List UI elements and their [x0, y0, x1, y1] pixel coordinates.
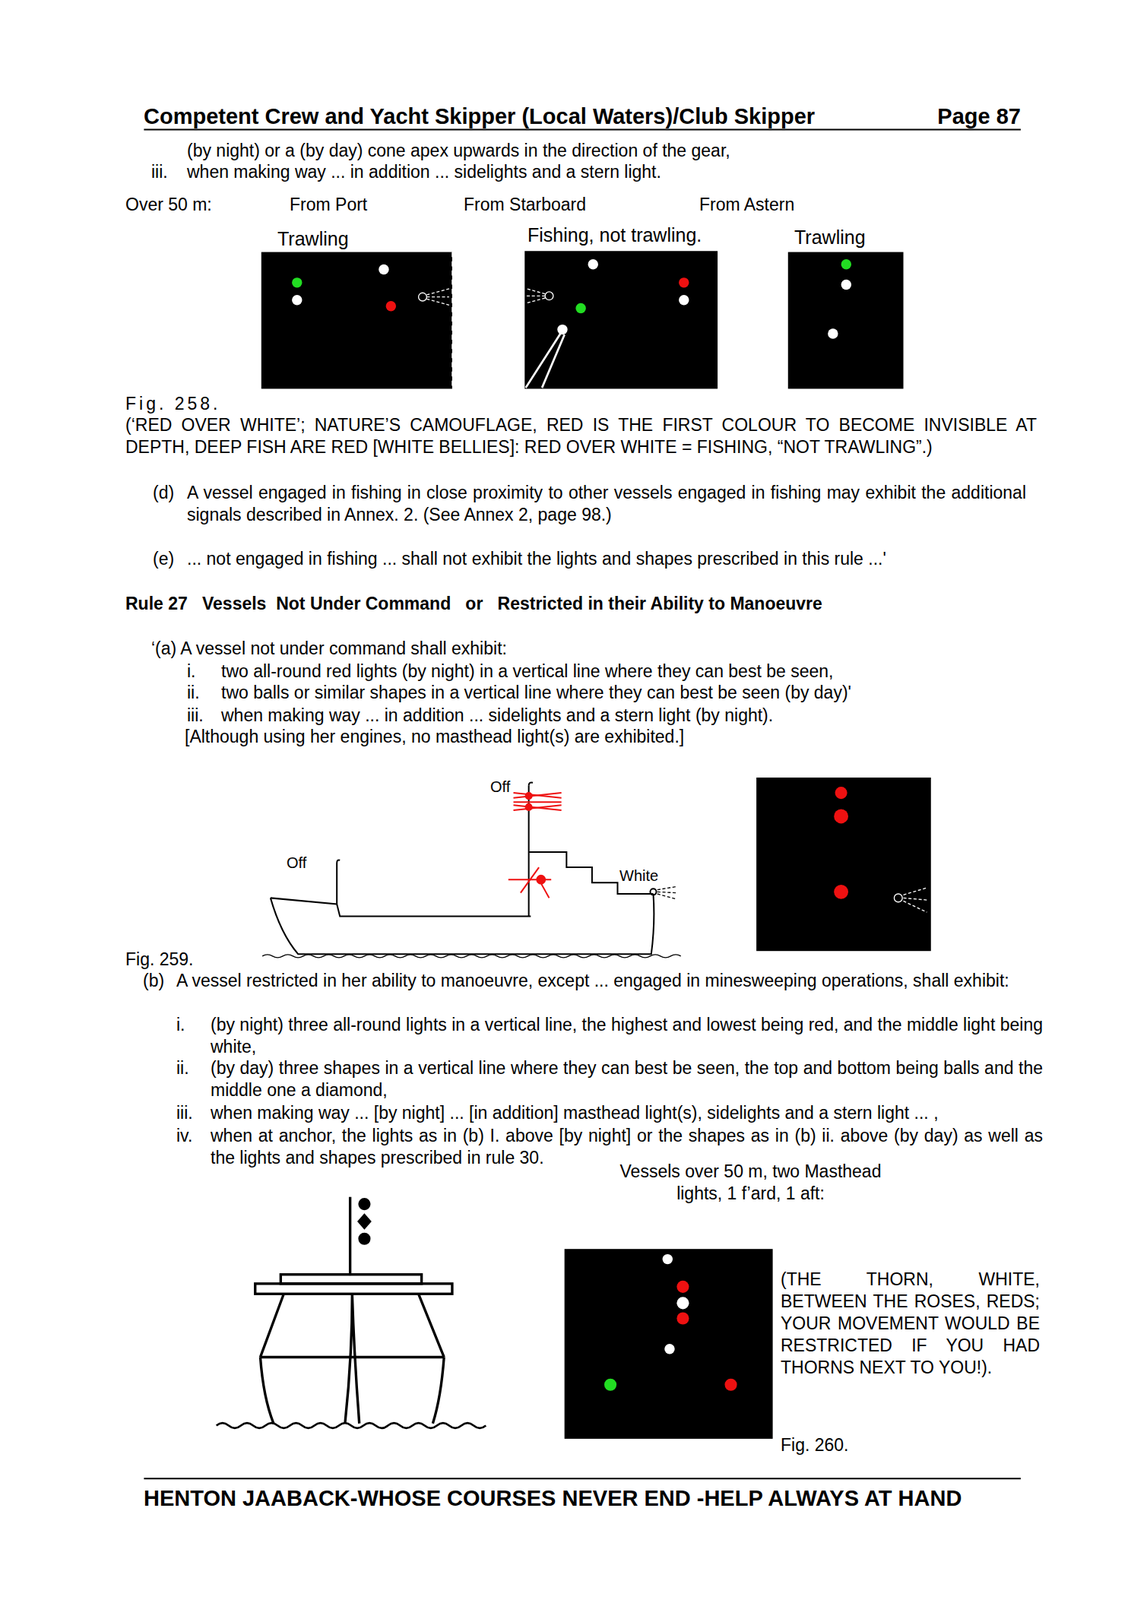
- text-label: Rule 27 Vessels Not Under Command or Res…: [125, 592, 823, 615]
- text-label: (e): [152, 548, 175, 571]
- ram-night-view: [564, 1248, 774, 1439]
- text-label: (‘RED OVER WHITE’; NATURE’S CAMOUFLAGE, …: [125, 414, 1037, 459]
- text-label: From Starboard: [463, 193, 587, 216]
- text-label: iii.: [186, 704, 204, 727]
- text-label: Trawling: [277, 227, 349, 251]
- text-label: White: [619, 866, 659, 885]
- text-label: two all-round red lights (by night) in a…: [221, 660, 834, 683]
- text-label: Over 50 m:: [125, 193, 213, 216]
- text-label: Off: [286, 853, 307, 872]
- text-label: Trawling: [794, 225, 866, 249]
- text-label: iv.: [176, 1124, 193, 1147]
- nuc-night-view: [756, 777, 932, 951]
- text-label: Fig. 258.: [125, 392, 222, 416]
- text-label: ii.: [176, 1057, 190, 1080]
- text-label: when making way ... in addition ... side…: [186, 161, 662, 184]
- text-label: A vessel restricted in her ability to ma…: [176, 969, 1043, 992]
- fishing-vessel-starboard-view: [524, 250, 718, 389]
- text-label: (by day) three shapes in a vertical line…: [210, 1057, 1043, 1102]
- text-label: Page 87: [937, 103, 1021, 130]
- text-label: HENTON JAABACK-WHOSE COURSES NEVER END -…: [143, 1485, 962, 1512]
- text-label: ‘(a) A vessel not under command shall ex…: [151, 637, 507, 660]
- text-label: ii.: [186, 681, 200, 704]
- footer-rule: [143, 1477, 1021, 1480]
- text-label: [Although using her engines, no masthead…: [184, 725, 685, 748]
- text-label: (THE THORN, WHITE, BETWEEN THE ROSES, RE…: [780, 1268, 1040, 1379]
- text-label: when making way ... [by night] ... [in a…: [210, 1102, 939, 1125]
- text-label: (d): [152, 481, 175, 504]
- trawler-astern-view: [788, 252, 904, 390]
- nuc-red-lights: [508, 792, 562, 898]
- text-label: (b): [142, 969, 165, 992]
- ram-ship-drawing: [216, 1197, 487, 1429]
- text-label: Fig. 260.: [780, 1434, 850, 1457]
- text-label: (by night) or a (by day) cone apex upwar…: [186, 139, 731, 162]
- nuc-ship-drawing: [262, 782, 682, 958]
- text-label: ... not engaged in fishing ... shall not…: [186, 548, 887, 571]
- text-label: two balls or similar shapes in a vertica…: [221, 681, 852, 704]
- text-label: Off: [490, 777, 511, 796]
- trawler-port-view: [261, 252, 453, 390]
- text-label: Vessels over 50 m, two Masthead lights, …: [612, 1160, 889, 1205]
- page-header-title: Competent Crew and Yacht Skipper (Local …: [143, 103, 815, 130]
- text-label: (by night) three all-round lights in a v…: [210, 1013, 1043, 1059]
- text-label: when making way ... in addition ... side…: [221, 704, 774, 727]
- text-label: i.: [186, 660, 197, 683]
- text-label: iii.: [176, 1102, 194, 1125]
- text-label: Fishing, not trawling.: [527, 223, 702, 247]
- text-label: A vessel engaged in fishing in close pro…: [186, 481, 1027, 526]
- text-label: iii.: [151, 161, 168, 184]
- text-label: From Port: [289, 193, 368, 216]
- header-rule: [143, 128, 1021, 130]
- text-label: From Astern: [699, 193, 795, 216]
- text-label: Fig. 259.: [125, 948, 194, 971]
- text-label: i.: [176, 1013, 186, 1036]
